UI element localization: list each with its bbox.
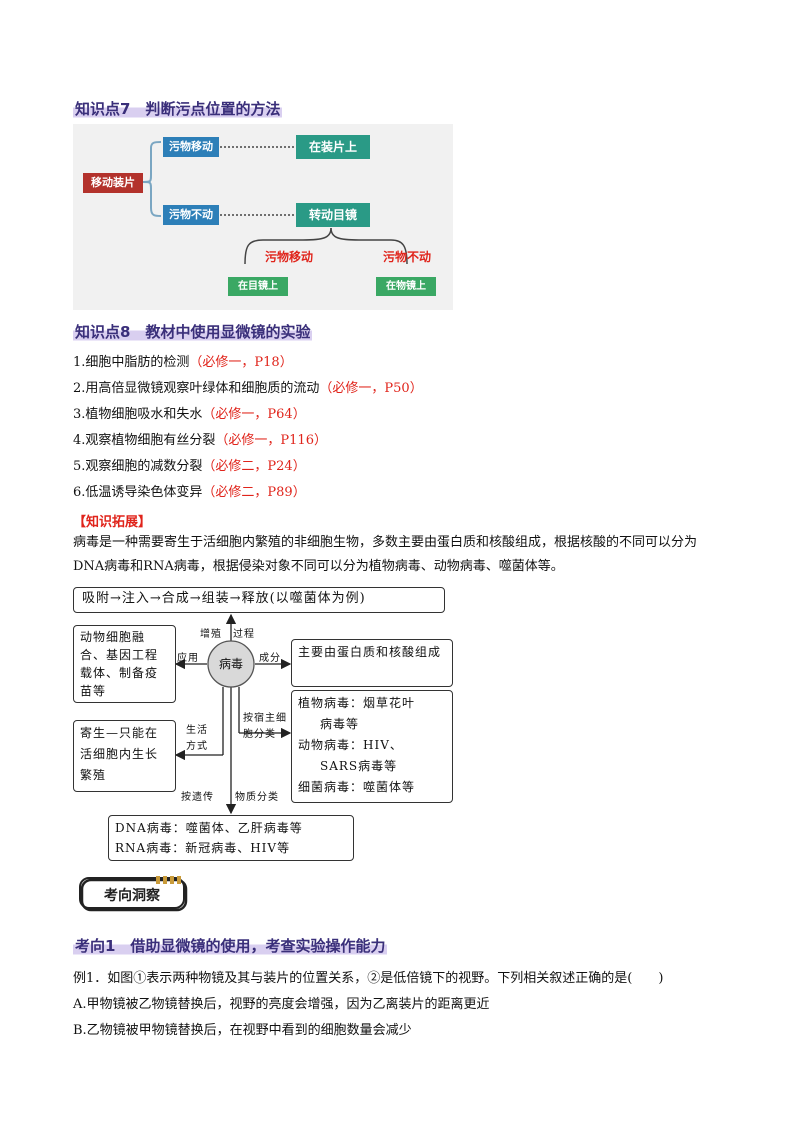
textbook-ref: （必修一，P64） bbox=[202, 407, 306, 422]
example1-option-a: A.甲物镜被乙物镜替换后，视野的亮度会增强，因为乙离装片的距离更近 bbox=[73, 997, 490, 1012]
host-line: 植物病毒：烟草花叶 bbox=[298, 696, 416, 710]
host-line: 病毒等 bbox=[320, 717, 360, 731]
genetic-line: DNA病毒：噬菌体、乙肝病毒等 bbox=[115, 821, 303, 835]
list-item: 3.植物细胞吸水和失水（必修一，P64） bbox=[73, 406, 423, 432]
textbook-ref: （必修一，P50） bbox=[319, 381, 423, 396]
sub-result-on-objective: 在物镜上 bbox=[376, 277, 436, 296]
experiment-text: 2.用高倍显微镜观察叶绿体和细胞质的流动 bbox=[73, 381, 320, 396]
experiment-text: 6.低温诱导染色体变异 bbox=[73, 485, 203, 500]
badge-text: 考向洞察 bbox=[104, 888, 160, 904]
virus-center-node: 病毒 bbox=[218, 657, 243, 671]
textbook-ref: （必修一，P116） bbox=[215, 433, 327, 448]
label-application: 应用 bbox=[177, 653, 199, 664]
result-tag-turn-eyepiece: 转动目镜 bbox=[296, 203, 370, 227]
sub-label-stain-moves: 污物移动 bbox=[264, 250, 313, 264]
label-host-classification-line2: 胞分类 bbox=[243, 729, 276, 740]
badge-frame-icon bbox=[79, 876, 188, 912]
root-tag-move-slide: 移动装片 bbox=[83, 173, 143, 193]
experiment-list: 1.细胞中脂肪的检测（必修一，P18） 2.用高倍显微镜观察叶绿体和细胞质的流动… bbox=[73, 354, 423, 510]
list-item: 4.观察植物细胞有丝分裂（必修一，P116） bbox=[73, 432, 423, 458]
experiment-text: 5.观察细胞的减数分裂 bbox=[73, 459, 203, 474]
textbook-ref: （必修二，P89） bbox=[202, 485, 306, 500]
section-badge: 考向洞察 bbox=[78, 876, 190, 912]
branch-tag-stain-still: 污物不动 bbox=[163, 205, 219, 225]
proliferation-process-box: 吸附→注入→合成→组装→释放(以噬菌体为例) bbox=[73, 587, 445, 613]
result-tag-on-slide: 在装片上 bbox=[296, 135, 370, 159]
host-line: 动物病毒：HIV、 bbox=[298, 738, 403, 752]
example1-question: 例1．如图①表示两种物镜及其与装片的位置关系，②是低倍镜下的视野。下列相关叙述正… bbox=[73, 971, 664, 986]
textbook-ref: （必修一，P18） bbox=[189, 355, 293, 370]
extension-label: 【知识拓展】 bbox=[73, 515, 152, 530]
direction1-heading: 考向1 借助显微镜的使用，考查实验操作能力 bbox=[73, 935, 388, 956]
experiment-text: 1.细胞中脂肪的检测 bbox=[73, 355, 190, 370]
label-lifestyle-line1: 生活 bbox=[186, 725, 208, 736]
label-composition: 成分 bbox=[259, 653, 281, 664]
genetic-line: RNA病毒：新冠病毒、HIV等 bbox=[115, 841, 291, 855]
host-line: SARS病毒等 bbox=[320, 759, 398, 773]
kp8-heading: 知识点8 教材中使用显微镜的实验 bbox=[73, 321, 313, 342]
list-item: 5.观察细胞的减数分裂（必修二，P24） bbox=[73, 458, 423, 484]
genetic-material-box: DNA病毒：噬菌体、乙肝病毒等 RNA病毒：新冠病毒、HIV等 bbox=[108, 815, 354, 861]
kp7-heading: 知识点7 判断污点位置的方法 bbox=[73, 98, 283, 119]
composition-box: 主要由蛋白质和核酸组成 bbox=[291, 639, 453, 687]
sub-result-on-eyepiece: 在目镜上 bbox=[228, 277, 288, 296]
diagram-connectors bbox=[142, 141, 408, 265]
label-proliferation-process: 增殖 过程 bbox=[200, 629, 255, 640]
application-box: 动物细胞融合、基因工程载体、制备疫苗等 bbox=[73, 625, 176, 703]
virus-concept-diagram: 吸附→注入→合成→组装→释放(以噬菌体为例) 病毒 增殖 过程 应用 成分 生活… bbox=[73, 585, 453, 861]
example1-option-b: B.乙物镜被甲物镜替换后，在视野中看到的细胞数量会减少 bbox=[73, 1023, 412, 1038]
label-lifestyle-line2: 方式 bbox=[186, 741, 208, 752]
label-by-genetic: 按遗传 bbox=[181, 792, 214, 803]
experiment-text: 4.观察植物细胞有丝分裂 bbox=[73, 433, 216, 448]
host-line: 细菌病毒：噬菌体等 bbox=[298, 780, 416, 794]
extension-paragraph: 病毒是一种需要寄生于活细胞内繁殖的非细胞生物，多数主要由蛋白质和核酸组成，根据核… bbox=[73, 535, 698, 574]
label-host-classification-line1: 按宿主细 bbox=[243, 713, 287, 724]
virus-diagram-connectors bbox=[174, 613, 292, 815]
branch-tag-stain-moves: 污物移动 bbox=[163, 137, 219, 157]
list-item: 6.低温诱导染色体变异（必修二，P89） bbox=[73, 484, 423, 510]
experiment-text: 3.植物细胞吸水和失水 bbox=[73, 407, 203, 422]
textbook-ref: （必修二，P24） bbox=[202, 459, 306, 474]
list-item: 2.用高倍显微镜观察叶绿体和细胞质的流动（必修一，P50） bbox=[73, 380, 423, 406]
list-item: 1.细胞中脂肪的检测（必修一，P18） bbox=[73, 354, 423, 380]
stain-position-diagram: 移动装片 污物移动 在装片上 污物不动 转动目镜 污物移动 污物不动 在目镜上 … bbox=[73, 124, 453, 310]
host-classification-box: 植物病毒：烟草花叶 病毒等 动物病毒：HIV、 SARS病毒等 细菌病毒：噬菌体… bbox=[291, 690, 453, 803]
sub-label-stain-still: 污物不动 bbox=[382, 250, 431, 264]
lifestyle-box: 寄生—只能在活细胞内生长繁殖 bbox=[73, 720, 176, 792]
label-material-classification: 物质分类 bbox=[235, 792, 279, 803]
